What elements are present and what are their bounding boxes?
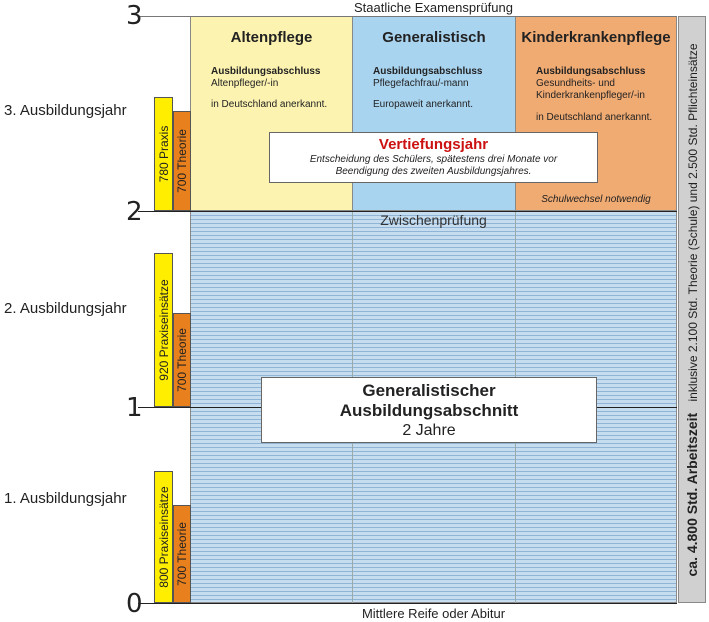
column-heading: Ausbildungsabschluss <box>536 66 646 77</box>
total-hours-detail: inklusive 2.100 Std. Theorie (Schule) un… <box>686 42 700 401</box>
column-title: Altenpflege <box>230 29 313 46</box>
vertiefungsjahr-title: Vertiefungsjahr <box>378 136 489 153</box>
column-recognition: in Deutschland anerkannt. <box>211 99 328 110</box>
tick-0: 0 <box>126 589 143 619</box>
bottom-label: Mittlere Reife oder Abitur <box>361 606 506 621</box>
line-year-0 <box>138 603 677 604</box>
praxis-bar-year-1: 800 Praxiseinsätze <box>154 471 173 603</box>
column-recognition: Europaweit anerkannt. <box>373 99 474 110</box>
year-2-label: 2. Ausbildungsjahr <box>4 300 127 317</box>
general-title-1: Generalistischer <box>362 381 496 400</box>
vertiefungsjahr-text-1: Entscheidung des Schülers, spätestens dr… <box>309 154 558 165</box>
praxis-hours: 780 Praxis <box>156 125 171 183</box>
column-qualification: Gesundheits- und <box>536 78 615 89</box>
vertiefungsjahr-box: Vertiefungsjahr Entscheidung des Schüler… <box>269 132 598 183</box>
tick-2: 2 <box>126 197 143 227</box>
column-recognition: in Deutschland anerkannt. <box>536 112 653 123</box>
theorie-hours: 700 Theorie <box>175 328 189 392</box>
column-qualification: Pflegefachfrau/-mann <box>373 78 469 89</box>
column-heading: Ausbildungsabschluss <box>211 66 321 77</box>
total-hours-bar: ca. 4.800 Std. Arbeitszeit inklusive 2.1… <box>678 16 706 603</box>
theorie-hours: 700 Theorie <box>175 522 189 586</box>
theorie-bar-year-3: 700 Theorie <box>173 111 191 211</box>
tick-3: 3 <box>126 1 143 31</box>
column-heading: Ausbildungsabschluss <box>373 66 483 77</box>
general-box: Generalistischer Ausbildungsabschnitt 2 … <box>261 377 597 443</box>
school-change-note: Schulwechsel notwendig <box>541 194 651 205</box>
column-title: Kinderkrankenpflege <box>521 29 671 46</box>
year-1-label: 1. Ausbildungsjahr <box>4 490 127 507</box>
top-label: Staatliche Examensprüfung <box>354 0 513 15</box>
vertiefungsjahr-text-2: Beendigung des zweiten Ausbildungsjahres… <box>335 166 532 177</box>
praxis-hours: 920 Praxiseinsätze <box>156 279 171 381</box>
column-title: Generalistisch <box>382 29 486 46</box>
praxis-hours: 800 Praxiseinsätze <box>156 486 171 588</box>
column-qualification: Altenpfleger/-in <box>211 78 279 89</box>
theorie-hours: 700 Theorie <box>175 129 189 193</box>
theorie-bar-year-2: 700 Theorie <box>173 313 191 407</box>
praxis-bar-year-2: 920 Praxiseinsätze <box>154 253 173 407</box>
line-year-2 <box>138 211 677 212</box>
tick-1: 1 <box>126 393 143 423</box>
year-3-label: 3. Ausbildungsjahr <box>4 102 127 119</box>
general-duration: 2 Jahre <box>402 422 456 439</box>
total-hours: ca. 4.800 Std. Arbeitszeit <box>684 412 700 577</box>
mid-label: Zwischenprüfung <box>380 212 487 228</box>
praxis-bar-year-3: 780 Praxis <box>154 97 173 211</box>
general-title-2: Ausbildungsabschnitt <box>339 401 519 420</box>
theorie-bar-year-1: 700 Theorie <box>173 505 191 603</box>
column-qualification-2: Kinderkrankenpfleger/-in <box>536 90 645 101</box>
line-year-3 <box>138 16 677 17</box>
